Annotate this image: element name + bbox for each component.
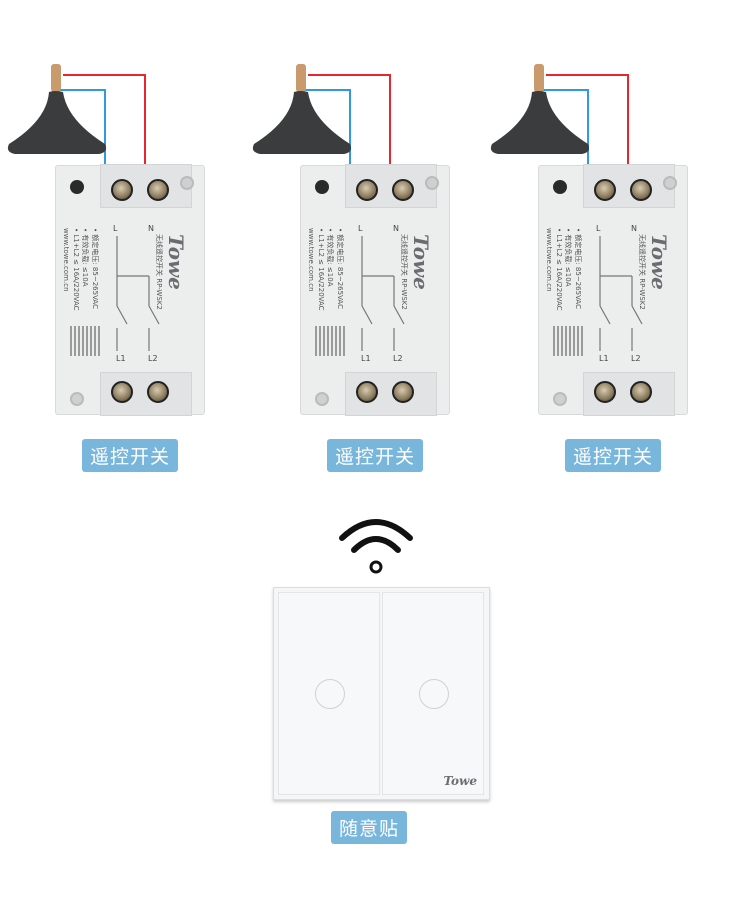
mount-hole [70,392,84,406]
screw-terminal [147,179,169,201]
qr-code [315,326,345,356]
module-label: 遥控开关 [565,439,662,472]
bottom-terminal-block [345,372,437,416]
terminal-n: N [393,224,399,233]
panel-brand-logo: Towe [443,774,477,788]
lamp-icon [7,64,107,154]
module-label: 遥控开关 [327,439,424,472]
mount-hole [553,180,567,194]
spec-voltage: • 额定电压: 85~265VAC [91,228,99,309]
terminal-l1: L1 [116,354,126,363]
screw-terminal [594,381,616,403]
mount-hole [180,176,194,190]
mount-hole [315,180,329,194]
screw-terminal [111,381,133,403]
mount-hole [425,176,439,190]
touch-indicator [315,679,345,709]
lamp-icon [490,64,590,154]
terminal-n: N [148,224,154,233]
terminal-l2: L2 [393,354,403,363]
remote-switch-unit: L N L1 L2 Towe 无线遥控开关 RP-WSK2 • 额定电压: 85… [488,0,728,480]
lamp-icon [252,64,352,154]
qr-code [70,326,100,356]
qr-code [553,326,583,356]
circuit-diagram [599,236,643,351]
circuit-diagram [116,236,160,351]
remote-switch-unit: L N L1 L2 Towe 无线遥控开关 RP-WSK2 • 额定电压: 85… [5,0,245,480]
spec-load: • 有效负载: ≤10A [81,228,89,287]
screw-terminal [392,179,414,201]
mount-hole [315,392,329,406]
spec-voltage: • 额定电压: 85~265VAC [336,228,344,309]
screw-terminal [630,381,652,403]
screw-terminal [630,179,652,201]
screw-terminal [594,179,616,201]
terminal-n: N [631,224,637,233]
website: www.towe.com.cn [307,228,315,292]
brand-logo: Towe [164,234,188,290]
live-wire [308,74,391,182]
screw-terminal [111,179,133,201]
spec-total: • L1+L2 ≤ 16A/220VAC [317,228,325,311]
mount-hole [70,180,84,194]
website: www.towe.com.cn [545,228,553,292]
wireless-wall-switch: Towe [273,587,490,800]
mount-hole [553,392,567,406]
wifi-icon [339,519,413,574]
product-name: 无线遥控开关 RP-WSK2 [155,234,163,310]
touch-indicator [419,679,449,709]
terminal-l1: L1 [361,354,371,363]
website: www.towe.com.cn [62,228,70,292]
terminal-l2: L2 [631,354,641,363]
spec-load: • 有效负载: ≤10A [326,228,334,287]
screw-terminal [356,179,378,201]
brand-logo: Towe [409,234,433,290]
spec-voltage: • 额定电压: 85~265VAC [574,228,582,309]
top-terminal-block [345,164,437,208]
live-wire [546,74,629,182]
screw-terminal [392,381,414,403]
live-wire [63,74,146,182]
screw-terminal [356,381,378,403]
screw-terminal [147,381,169,403]
terminal-l: L [113,224,118,233]
switch-key-right[interactable]: Towe [382,592,484,795]
top-terminal-block [583,164,675,208]
terminal-l2: L2 [148,354,158,363]
panel-label: 随意贴 [331,811,408,844]
spec-total: • L1+L2 ≤ 16A/220VAC [555,228,563,311]
terminal-l: L [358,224,363,233]
spec-load: • 有效负载: ≤10A [564,228,572,287]
circuit-diagram [361,236,405,351]
brand-logo: Towe [647,234,671,290]
bottom-terminal-block [583,372,675,416]
bottom-terminal-block [100,372,192,416]
remote-switch-unit: L N L1 L2 Towe 无线遥控开关 RP-WSK2 • 额定电压: 85… [250,0,490,480]
terminal-l: L [596,224,601,233]
switch-key-left[interactable] [278,592,380,795]
module-label: 遥控开关 [82,439,179,472]
relay-module: L N L1 L2 Towe 无线遥控开关 RP-WSK2 • 额定电压: 85… [300,164,450,416]
terminal-l1: L1 [599,354,609,363]
relay-module: L N L1 L2 Towe 无线遥控开关 RP-WSK2 • 额定电压: 85… [538,164,688,416]
product-name: 无线遥控开关 RP-WSK2 [638,234,646,310]
product-name: 无线遥控开关 RP-WSK2 [400,234,408,310]
spec-total: • L1+L2 ≤ 16A/220VAC [72,228,80,311]
mount-hole [663,176,677,190]
relay-module: L N L1 L2 Towe 无线遥控开关 RP-WSK2 • 额定电压: 85… [55,164,205,416]
top-terminal-block [100,164,192,208]
